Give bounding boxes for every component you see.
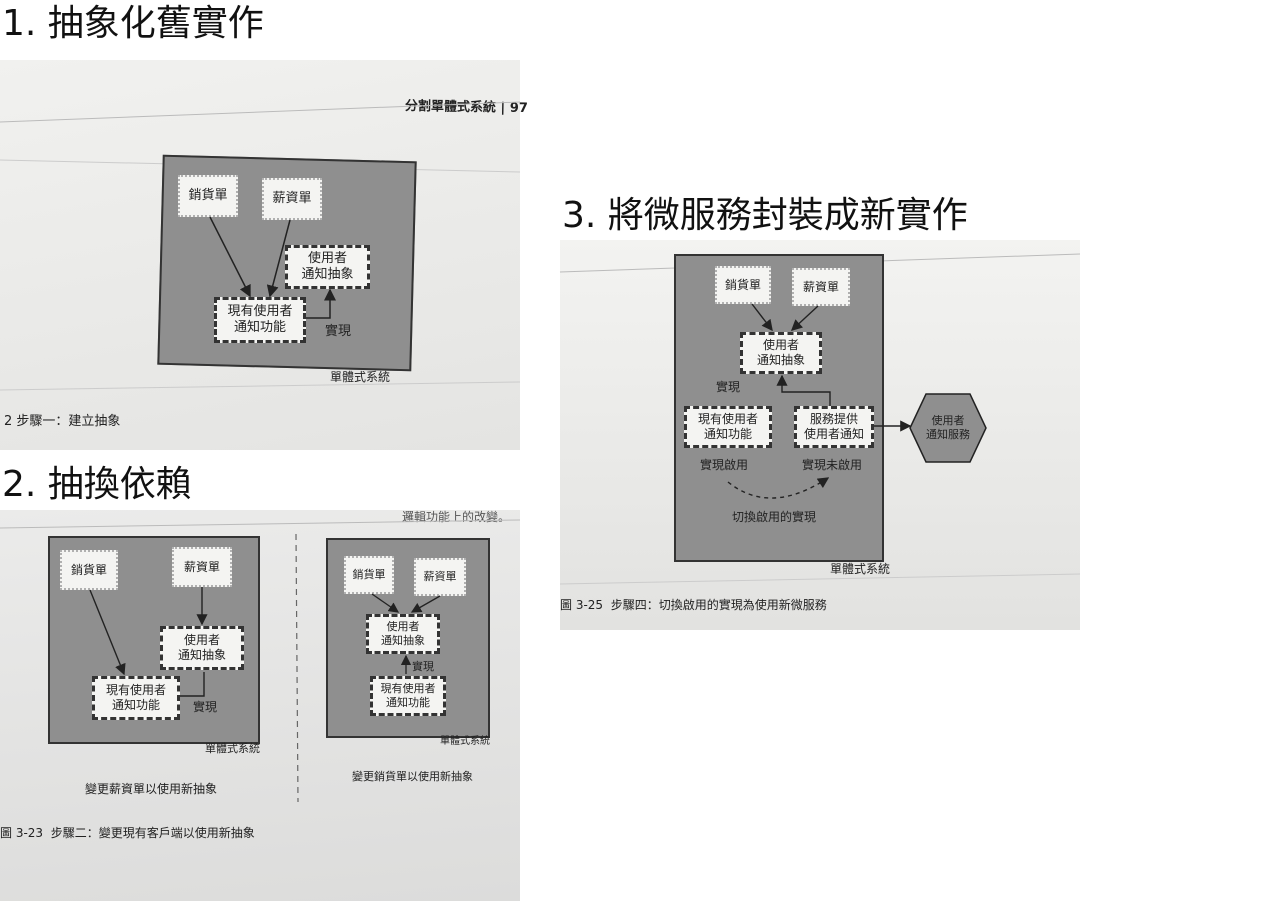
switch-label: 切換啟用的實現 bbox=[732, 510, 817, 524]
right-notification-abstraction-box: 使用者 通知抽象 bbox=[366, 614, 440, 654]
page-lines bbox=[0, 519, 521, 803]
step2-heading: 2. 抽換依賴 bbox=[2, 464, 192, 505]
notification-service-label: 使用者 通知服務 bbox=[926, 414, 970, 441]
figure-number: 圖 3-23 bbox=[0, 826, 44, 840]
notification-abstraction-box: 使用者 通知抽象 bbox=[285, 245, 370, 289]
step2-caption: 圖 3-23 步驟二：變更現有客戶端以使用新抽象 bbox=[0, 824, 255, 841]
notification-abstraction-box: 使用者 通知抽象 bbox=[740, 332, 822, 374]
payroll-box: 薪資單 bbox=[792, 268, 850, 306]
step3-caption: 圖 3-25 步驟四：切換啟用的實現為使用新微服務 bbox=[560, 596, 827, 613]
existing-notification-box: 現有使用者 通知功能 bbox=[214, 297, 306, 343]
left-notification-abstraction-box: 使用者 通知抽象 bbox=[160, 626, 244, 670]
existing-notification-box: 現有使用者 通知功能 bbox=[684, 406, 772, 448]
implements-label: 實現 bbox=[716, 380, 741, 394]
service-provider-box: 服務提供 使用者通知 bbox=[794, 406, 874, 448]
right-caption: 變更銷貨單以使用新抽象 bbox=[352, 770, 473, 783]
disabled-label: 實現未啟用 bbox=[802, 458, 863, 472]
sales-order-box: 銷貨單 bbox=[178, 175, 238, 217]
step2-photo: 邏輯功能上的改變。 銷貨單 薪資單 使用者 通知抽象 現有使用者 通知功能 實現… bbox=[0, 510, 521, 901]
left-system-label: 單體式系統 bbox=[205, 742, 260, 755]
payroll-box: 薪資單 bbox=[262, 178, 322, 220]
right-existing-notification-box: 現有使用者 通知功能 bbox=[370, 676, 446, 716]
left-sales-order-box: 銷貨單 bbox=[60, 550, 118, 590]
step3-photo: 銷貨單 薪資單 使用者 通知抽象 實現 現有使用者 通知功能 服務提供 使用者通… bbox=[559, 240, 1081, 630]
right-implements-label: 實現 bbox=[412, 660, 434, 673]
left-caption: 變更薪資單以使用新抽象 bbox=[85, 782, 218, 796]
left-existing-notification-box: 現有使用者 通知功能 bbox=[92, 676, 180, 720]
sales-order-box: 銷貨單 bbox=[715, 266, 771, 304]
right-sales-order-box: 銷貨單 bbox=[344, 556, 394, 594]
figure-mark: 2 bbox=[4, 414, 17, 429]
left-implements-label: 實現 bbox=[193, 700, 218, 714]
step3-heading: 3. 將微服務封裝成新實作 bbox=[562, 195, 968, 236]
step1-photo: 分割單體式系統 | 97 銷貨單 薪資單 使用者 通知抽象 現有使用者 通知功能… bbox=[0, 60, 528, 450]
step2-arrows bbox=[89, 587, 441, 697]
step2-caption-text: 步驟二：變更現有客戶端以使用新抽象 bbox=[50, 826, 255, 840]
system-label: 單體式系統 bbox=[330, 370, 391, 384]
step3-caption-text: 步驟四：切換啟用的實現為使用新微服務 bbox=[610, 598, 827, 612]
right-payroll-box: 薪資單 bbox=[414, 558, 466, 596]
step1-caption-text: 步驟一：建立抽象 bbox=[16, 414, 121, 429]
right-system-label: 單體式系統 bbox=[440, 736, 490, 747]
implements-label: 實現 bbox=[325, 324, 352, 339]
notification-service-hexagon bbox=[909, 393, 987, 463]
step1-arrows bbox=[209, 216, 336, 319]
enabled-label: 實現啟用 bbox=[700, 458, 749, 472]
step1-heading: 1. 抽象化舊實作 bbox=[2, 3, 264, 44]
system-label: 單體式系統 bbox=[830, 562, 891, 576]
step3-arrows bbox=[727, 303, 987, 499]
figure-number: 圖 3-25 bbox=[560, 598, 604, 612]
step1-caption: 2 步驟一：建立抽象 bbox=[4, 410, 120, 429]
left-payroll-box: 薪資單 bbox=[172, 547, 232, 587]
